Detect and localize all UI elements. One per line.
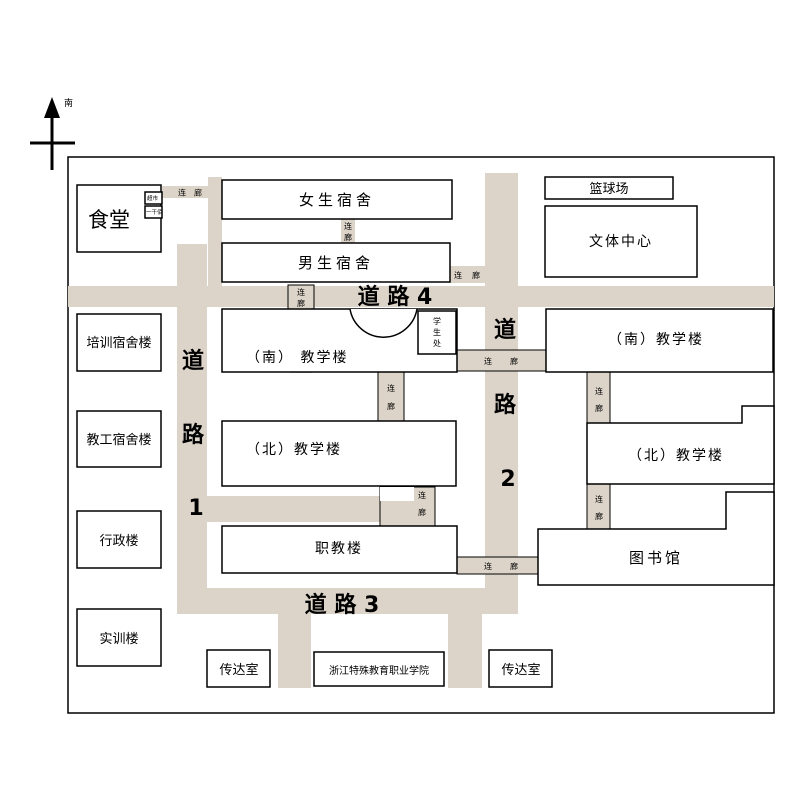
student-office-label-2: 生 <box>433 327 441 337</box>
north-arrow-icon <box>44 97 60 118</box>
corridor-vocational-notch <box>380 487 414 501</box>
building-teach-north-right <box>586 405 775 485</box>
building-college-sign <box>313 651 445 687</box>
supermarket-label: 超市 <box>147 194 159 202</box>
corridor-label-1a: 连 <box>178 188 186 198</box>
road-south-left <box>278 614 311 688</box>
library-label: 图书馆 <box>629 549 683 567</box>
admin-label: 行政楼 <box>99 534 138 549</box>
road-3 <box>177 588 518 614</box>
building-male-dorm <box>221 242 451 283</box>
canteen-label: 食堂 <box>88 208 130 232</box>
staff-dorm-label: 教工宿舍楼 <box>86 432 151 448</box>
college-label: 浙江特殊教育职业学院 <box>329 664 429 677</box>
corridor-label-1b: 廊 <box>194 188 202 198</box>
shop-box <box>144 205 163 219</box>
corridor-label-4b: 廊 <box>297 298 305 308</box>
building-training-dorm <box>76 313 162 372</box>
practice-label: 实训楼 <box>99 632 138 647</box>
road-1-label-char-1: 道 <box>182 348 204 374</box>
corridor-label-8b: 廊 <box>418 507 426 517</box>
corridor-canteen <box>162 186 221 198</box>
corridor-label-10b: 廊 <box>510 561 518 571</box>
building-staff-dorm <box>76 410 162 468</box>
supermarket-box <box>144 191 163 205</box>
corridor-road4 <box>287 284 315 310</box>
building-practice <box>76 608 162 667</box>
roads <box>68 173 774 688</box>
corridor-label-5a: 连 <box>484 356 492 366</box>
building-library <box>537 491 775 586</box>
corridor-label-6a: 连 <box>387 383 395 393</box>
corridor-library <box>456 556 539 575</box>
vocational-label: 职教楼 <box>315 541 363 557</box>
building-gate-left <box>206 649 271 688</box>
corridor-teach-left <box>377 371 405 422</box>
road-3-label: 道 路 3 <box>305 592 380 618</box>
basketball-court-label: 篮球场 <box>589 182 628 197</box>
building-student-office <box>417 310 457 355</box>
semicircle-entrance <box>349 308 418 338</box>
corridor-dorms <box>341 219 355 243</box>
corridor-label-2b: 廊 <box>344 232 352 242</box>
corridor-label-5b: 廊 <box>510 356 518 366</box>
road-2 <box>485 173 518 614</box>
corridor-label-8a: 连 <box>418 490 426 500</box>
shop-label: 一干佰 <box>146 208 163 216</box>
corridor-male-dorm <box>450 266 486 283</box>
building-female-dorm <box>221 179 453 220</box>
road-west-strip <box>208 177 222 288</box>
gate-right-label: 传达室 <box>501 662 540 678</box>
road-1 <box>177 244 207 614</box>
corridor-teach-south <box>456 349 547 372</box>
building-vocational <box>221 525 458 574</box>
compass-direction-label: 南 <box>64 97 73 109</box>
female-dorm-label: 女生宿舍 <box>299 191 375 209</box>
road-4-label: 道 路 4 <box>358 284 433 310</box>
corridor-label-2a: 连 <box>344 221 352 231</box>
road-2-label-char-3: 2 <box>500 467 515 492</box>
teach-south-left-label: （南） 教学楼 <box>246 350 348 366</box>
student-office-label-3: 处 <box>433 338 441 348</box>
corridor-label-7b: 廊 <box>595 403 603 413</box>
corridor-label-4a: 连 <box>297 287 305 297</box>
corridor-label-10a: 连 <box>484 561 492 571</box>
building-teach-north-left <box>221 420 457 487</box>
corridor-teach-right <box>586 371 611 424</box>
corridor-label-9b: 廊 <box>595 511 603 521</box>
building-gate-right <box>488 649 553 688</box>
corridor-library-north <box>586 483 611 530</box>
training-dorm-label: 培训宿舍楼 <box>86 335 151 351</box>
road-1-label-char-2: 路 <box>182 422 205 448</box>
building-sports-center <box>544 205 698 278</box>
corridor-label-3a: 连 <box>454 270 462 280</box>
sports-center-label: 文体中心 <box>589 234 653 250</box>
corridor-label-3b: 廊 <box>472 270 480 280</box>
building-admin <box>76 510 162 569</box>
male-dorm-label: 男生宿舍 <box>298 254 374 272</box>
teach-north-right-label: （北）教学楼 <box>628 448 724 464</box>
road-south-right <box>448 614 482 688</box>
compass: 南 <box>30 97 75 170</box>
road-1-label-char-3: 1 <box>188 496 203 521</box>
teach-south-right-label: （南）教学楼 <box>608 332 704 348</box>
road-2-label-char-2: 路 <box>494 392 517 418</box>
corridor-label-7a: 连 <box>595 386 603 396</box>
road-4 <box>68 286 774 307</box>
building-basketball-court <box>544 176 674 200</box>
building-canteen: 食堂 超市 一干佰 <box>76 184 163 253</box>
building-teach-south-right <box>545 308 774 373</box>
corridor-label-9a: 连 <box>595 494 603 504</box>
road-2-label-char-1: 道 <box>494 317 516 343</box>
corridors: 连 廊 连 廊 连 廊 连 廊 连 廊 连 廊 连 廊 连 廊 连 廊 连 廊 <box>162 186 611 575</box>
gate-left-label: 传达室 <box>219 662 258 678</box>
teach-north-left-label: （北）教学楼 <box>246 442 342 458</box>
student-office-label-1: 学 <box>433 316 441 326</box>
corridor-label-6b: 廊 <box>387 401 395 411</box>
